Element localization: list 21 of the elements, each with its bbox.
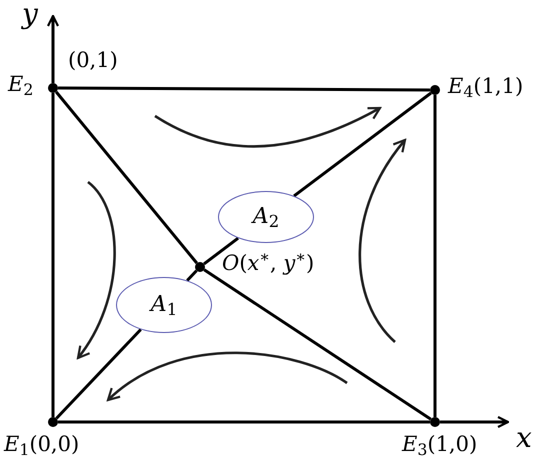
- point-label: E$_{4}$(1,1): [448, 76, 524, 97]
- axis-label: x: [516, 424, 532, 452]
- region-ellipse: [116, 277, 212, 333]
- point-label: E$_{2}$: [8, 74, 34, 95]
- line: [55, 328, 142, 420]
- line: [434, 95, 436, 417]
- line: [186, 270, 198, 282]
- region-label: A$_{2}$: [252, 206, 280, 228]
- region-label: A$_{1}$: [150, 294, 178, 316]
- point-label: E$_{3}$(1,0): [402, 434, 478, 455]
- line: [203, 268, 432, 420]
- line: [55, 90, 198, 264]
- line: [58, 86, 430, 92]
- point-label: E$_{1}$(0,0): [4, 434, 80, 455]
- point-label: (0,1): [68, 50, 118, 71]
- line: [52, 93, 54, 417]
- line: [293, 92, 432, 198]
- line: [203, 236, 239, 266]
- point-label: O(x$^{∗}$, y$^{∗}$): [222, 253, 314, 274]
- line: [58, 420, 430, 424]
- axis-label: y: [22, 0, 38, 28]
